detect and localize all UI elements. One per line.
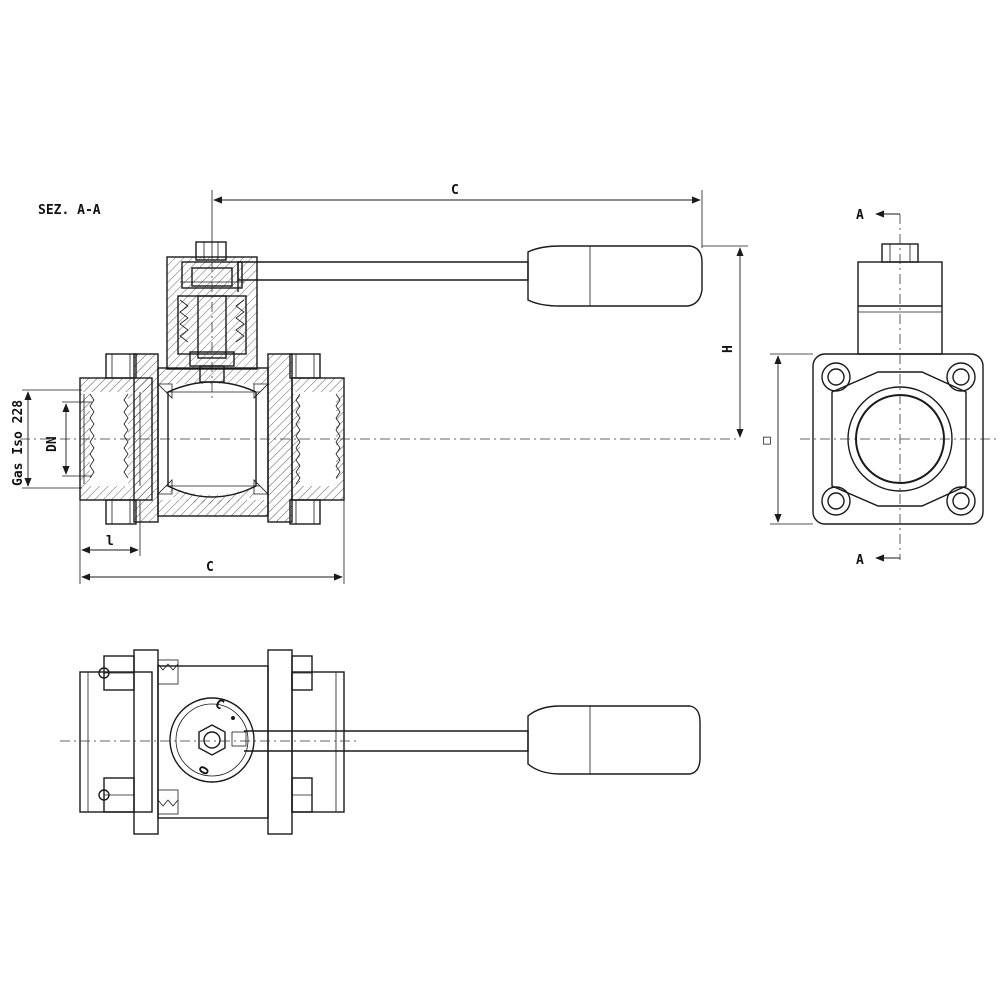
end-view: A A □	[763, 208, 1000, 568]
flange-bolt-1	[821, 362, 851, 392]
right-bolt-bottom	[289, 499, 321, 525]
top-bolt-left-upper	[98, 655, 135, 691]
top-bolt-right-upper	[291, 655, 313, 691]
lever-grip	[527, 245, 703, 307]
indicator-dial	[169, 697, 255, 783]
top-bolt-left-lower	[98, 777, 135, 813]
dim-label-c-bottom: C	[206, 560, 214, 575]
lever-bar	[237, 261, 529, 281]
square-flange	[812, 353, 984, 525]
stem-hex-nut	[198, 724, 226, 756]
section-mark-top: A	[856, 208, 864, 223]
dial-closed-letter: C	[212, 696, 226, 713]
dim-label-square: □	[763, 433, 771, 448]
top-bolt-right-lower	[291, 777, 313, 813]
section-view: C	[11, 183, 748, 584]
logo-mark	[231, 731, 247, 747]
top-lever-grip	[527, 705, 701, 775]
top-left-connector	[79, 671, 153, 813]
flange-bolt-3	[821, 486, 851, 516]
stem-nut	[195, 241, 227, 261]
top-view: C O	[60, 649, 701, 835]
right-bolt-top	[289, 353, 321, 379]
flange-bolt-4	[946, 486, 976, 516]
section-mark-bottom: A	[856, 553, 864, 568]
dim-label-dn: DN	[45, 436, 60, 452]
dim-label-thread: Gas Iso 228	[11, 400, 26, 486]
dim-label-c-top: C	[451, 183, 459, 198]
top-left-flange	[133, 649, 159, 835]
left-bolt-top	[105, 353, 137, 379]
top-right-flange	[267, 649, 293, 835]
section-label: SEZ. A-A	[38, 203, 101, 218]
top-body	[157, 665, 269, 819]
dim-label-h: H	[721, 345, 736, 353]
flange-bolt-2	[946, 362, 976, 392]
dim-label-l: l	[106, 534, 114, 549]
left-bolt-bottom	[105, 499, 137, 525]
